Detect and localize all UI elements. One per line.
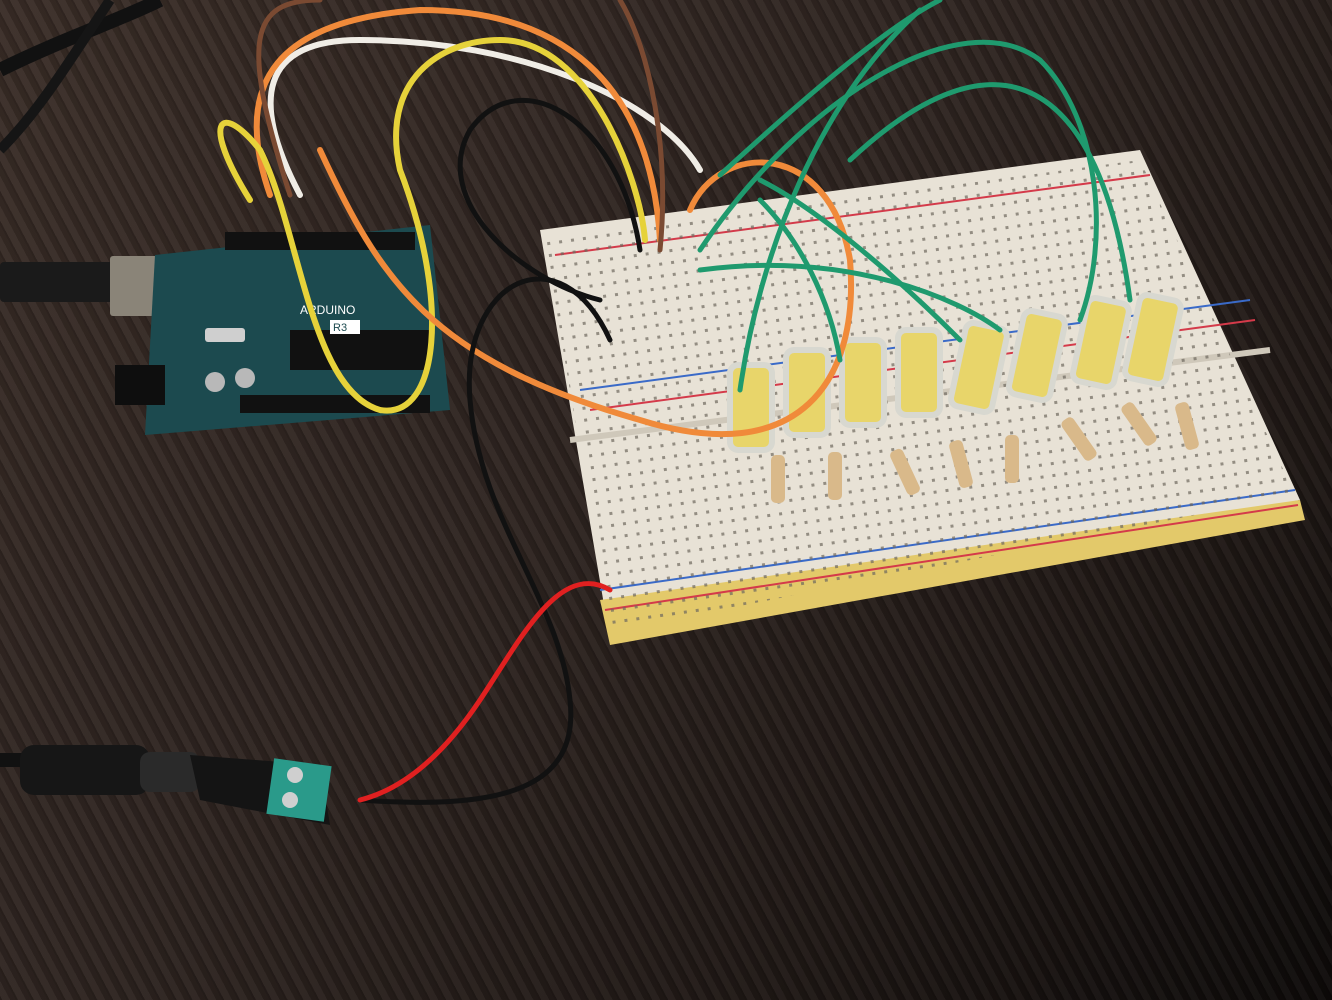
svg-text:R3: R3 <box>333 322 347 334</box>
jumper-wires <box>217 0 1133 805</box>
resistors <box>771 402 1199 503</box>
dc-barrel-jack-adapter <box>0 745 332 825</box>
led-modules <box>727 292 1184 453</box>
arduino-uno: ARDUINO R3 <box>115 225 450 435</box>
usb-cables <box>0 0 165 316</box>
